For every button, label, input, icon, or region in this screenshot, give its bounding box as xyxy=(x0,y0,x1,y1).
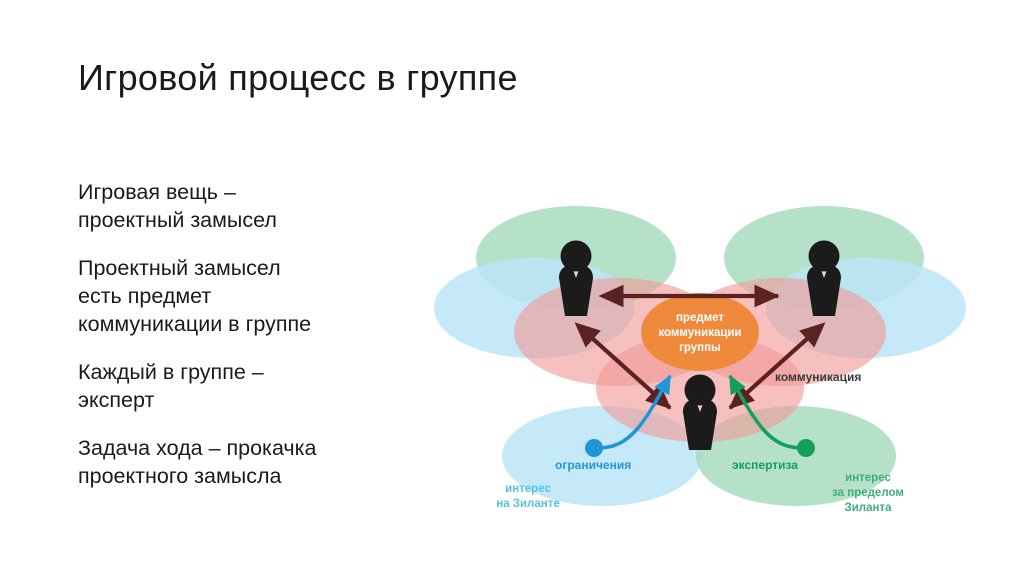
bullet-list: Игровая вещь – проектный замысел Проектн… xyxy=(78,178,408,490)
bullet-item-4: Задача хода – прокачка проектного замысл… xyxy=(78,436,317,488)
page-title: Игровой процесс в группе xyxy=(78,57,518,98)
arrow-constraints xyxy=(597,374,672,450)
label-constraints: ограничения xyxy=(555,458,632,472)
arrow-expertise xyxy=(728,374,803,450)
oval-text-line-3: группы xyxy=(679,342,721,354)
person-icon-left xyxy=(559,240,593,316)
oval-text-line-2: коммуникации xyxy=(658,327,741,339)
label-interest-outside-zilant: интерес за пределом Зиланта xyxy=(832,472,904,514)
label-communication: коммуникация xyxy=(775,370,862,384)
expertise-dot xyxy=(797,439,815,457)
constraints-dot xyxy=(585,439,603,457)
venn-people-diagram: предмет коммуникации группы коммуникация… xyxy=(430,180,970,560)
label-interest-inside-zilant: интерес на Зиланте xyxy=(496,483,560,510)
person-icon-bottom xyxy=(683,374,717,450)
bullet-item-1: Игровая вещь – проектный замысел xyxy=(78,180,277,232)
label-expertise: экспертиза xyxy=(732,458,798,472)
bullet-item-2: Проектный замысел есть предмет коммуника… xyxy=(78,256,312,336)
person-icon-right xyxy=(807,240,841,316)
oval-text-line-1: предмет xyxy=(676,312,724,324)
bullet-item-3: Каждый в группе – эксперт xyxy=(78,360,264,412)
